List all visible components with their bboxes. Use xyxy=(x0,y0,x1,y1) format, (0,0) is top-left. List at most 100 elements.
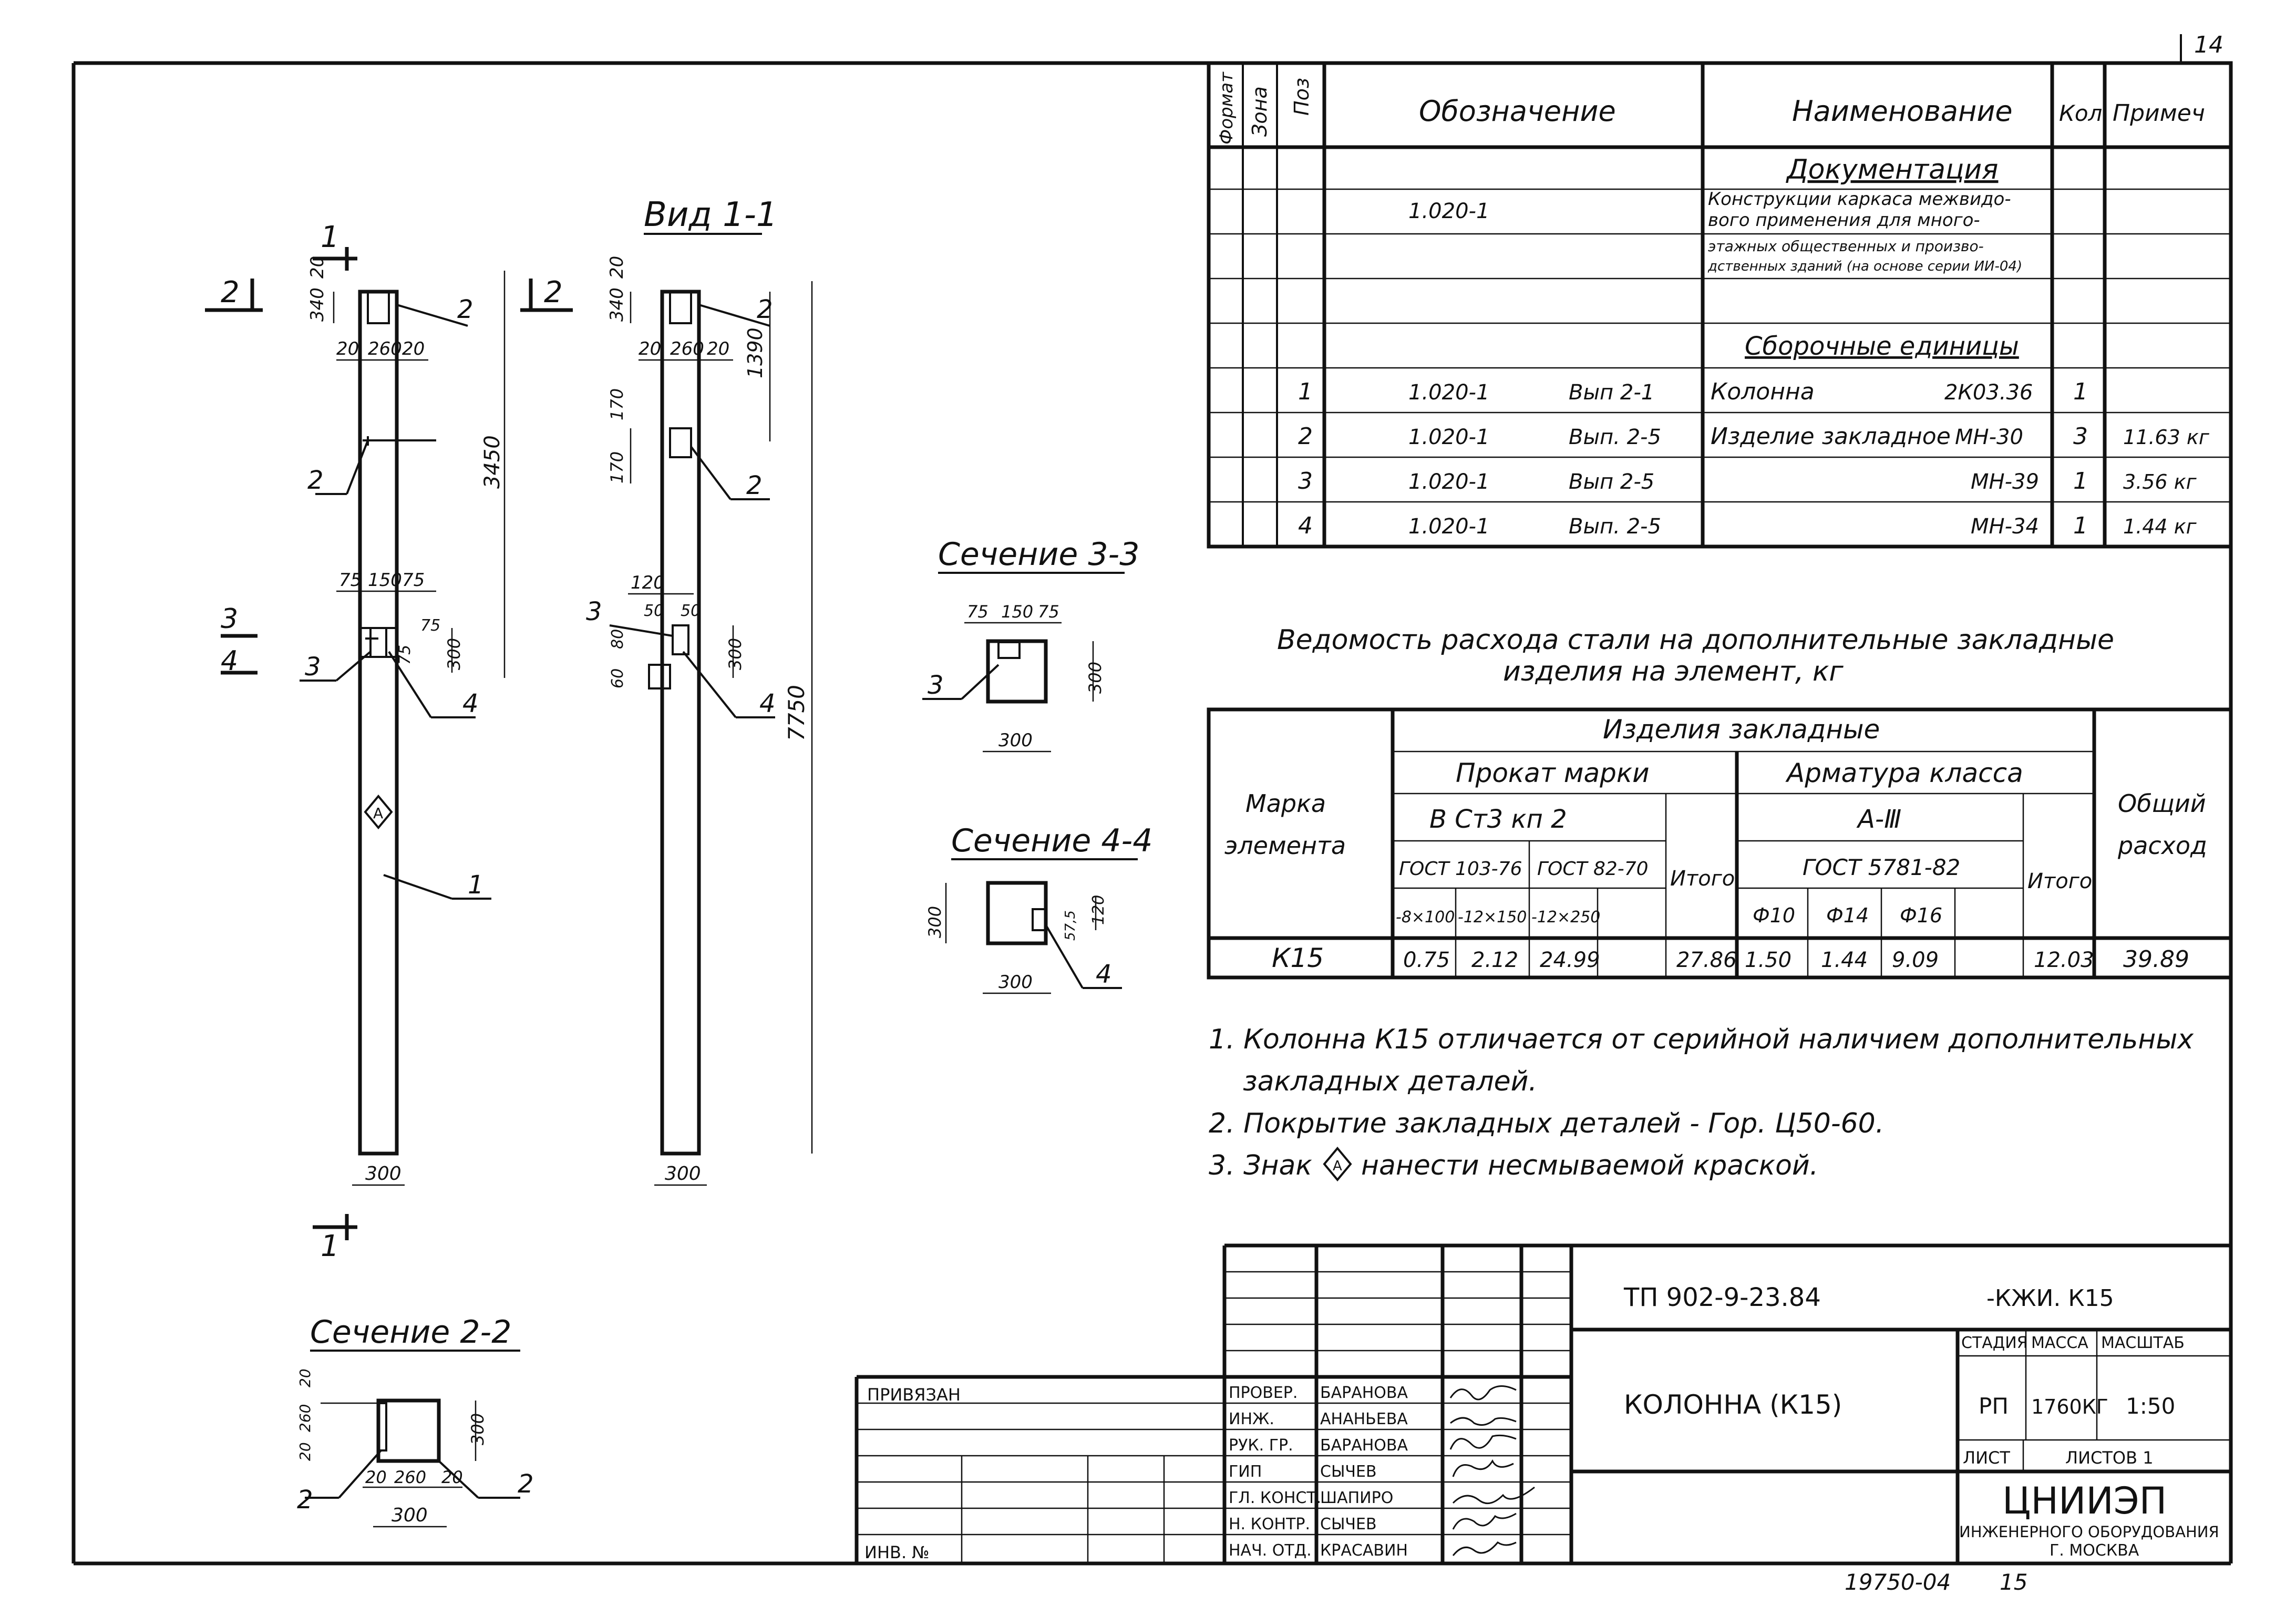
role-1: ИНЖ. xyxy=(1229,1410,1274,1428)
spec-table: Формат Зона Поз Обозначение Наименование… xyxy=(1207,61,2233,549)
spec-row-1-issue: Вып 2-1 xyxy=(1569,380,1654,405)
steel-header-total-rolled: Итого xyxy=(1670,867,1735,891)
sec22-pos-2-left: 2 xyxy=(297,1485,313,1515)
stage-value: РП xyxy=(1979,1393,2009,1419)
spec-row-1-name: Колонна xyxy=(1711,378,1815,405)
dim-300-v: 300 xyxy=(444,638,464,670)
spec-row-1-mark: 2К03.36 xyxy=(1944,380,2033,405)
role-4: ГЛ. КОНСТ. xyxy=(1229,1489,1321,1507)
spec-doc-code: 1.020-1 xyxy=(1408,199,1489,223)
spec-row-4: 4 1.020-1 Вып. 2-5 МН-34 1 1.44 кг xyxy=(1298,512,2197,539)
sec44-dim-300: 300 xyxy=(998,972,1033,993)
cut-mark-4-left: 4 xyxy=(221,645,238,677)
spec-row-4-note: 1.44 кг xyxy=(2123,515,2197,538)
org-line-2: ИНЖЕНЕРНОГО ОБОРУДОВАНИЯ xyxy=(1959,1523,2219,1541)
steel-header-s2: -12×150 xyxy=(1458,908,1527,927)
steel-title-line-2: изделия на элемент, кг xyxy=(1503,656,1844,687)
sec22-dim-20-a: 20 xyxy=(296,1368,314,1387)
pos-label-2-top: 2 xyxy=(457,295,473,324)
steel-row-total-rebar: 12.03 xyxy=(2034,948,2094,972)
section-4-4-title: Сечение 4-4 xyxy=(951,822,1152,859)
spec-row-2-note: 11.63 кг xyxy=(2123,426,2210,449)
spec-row-2-name: Изделие закладное xyxy=(1711,423,1951,450)
role-4-name: ШАПИРО xyxy=(1320,1489,1393,1507)
steel-header-sum-l2: расход xyxy=(2117,831,2207,860)
cut-mark-3-left: 3 xyxy=(221,603,238,635)
steel-row-total-rolled: 27.86 xyxy=(1676,948,1737,972)
notes: 1. Колонна К15 отличается от серийной на… xyxy=(1209,1024,2194,1182)
side-pos-2-mid: 2 xyxy=(746,471,763,500)
spec-row-4-pos: 4 xyxy=(1298,512,1313,539)
role-1-name: АНАНЬЕВА xyxy=(1320,1410,1408,1428)
note-1-line-2: закладных деталей. xyxy=(1243,1066,1537,1097)
steel-title-line-1: Ведомость расхода стали на дополнительны… xyxy=(1277,624,2114,656)
spec-row-3-mark: МН-39 xyxy=(1971,470,2039,494)
mark-a-letter: А xyxy=(373,805,383,822)
note-3-mark-letter: А xyxy=(1333,1158,1342,1174)
sec33-dim-75-a: 75 xyxy=(967,602,989,622)
steel-header-gost-5781: ГОСТ 5781-82 xyxy=(1803,855,1960,880)
spec-row-1-qty: 1 xyxy=(2073,378,2088,405)
steel-header-f10: Ф10 xyxy=(1753,904,1795,927)
org-line-3: Г. МОСКВА xyxy=(2050,1541,2139,1560)
spec-row-2-pos: 2 xyxy=(1298,423,1313,450)
spec-row-3-note: 3.56 кг xyxy=(2123,470,2197,493)
sheets-header: ЛИСТОВ 1 xyxy=(2065,1448,2154,1468)
side-dim-20-top: 20 xyxy=(606,256,627,279)
spec-row-2-code: 1.020-1 xyxy=(1408,425,1489,449)
steel-row-k15: К15 0.75 2.12 24.99 27.86 1.50 1.44 9.09… xyxy=(1272,943,2189,973)
steel-row-f16: 9.09 xyxy=(1892,948,1939,972)
steel-header-mark-l1: Марка xyxy=(1245,789,1326,818)
bottom-code: 19750-04 xyxy=(1845,1569,1951,1595)
spec-header-note: Примеч xyxy=(2113,100,2205,127)
steel-table: Ведомость расхода стали на дополнительны… xyxy=(1207,624,2233,980)
steel-row-f14: 1.44 xyxy=(1821,948,1868,972)
note-2: 2. Покрытие закладных деталей - Гор. Ц50… xyxy=(1209,1108,1884,1139)
spec-doc-name-line-2: вого применения для много- xyxy=(1708,210,1980,231)
side-dim-7750: 7750 xyxy=(784,685,809,741)
pos-label-4: 4 xyxy=(462,689,479,718)
sec44-dim-120: 120 xyxy=(1089,895,1108,925)
side-dim-50-b: 50 xyxy=(681,602,701,620)
spec-row-2: 2 1.020-1 Вып. 2-5 Изделие закладное МН-… xyxy=(1298,423,2210,450)
dim-75-c: 75 xyxy=(420,616,440,635)
sec33-dim-75-b: 75 xyxy=(1038,602,1059,622)
spec-section-docs: Документация xyxy=(1786,154,1998,186)
scale-header: МАСШТАБ xyxy=(2101,1334,2185,1352)
pos-label-1: 1 xyxy=(468,870,484,900)
side-dim-120: 120 xyxy=(631,572,665,593)
role-0: ПРОВЕР. xyxy=(1229,1384,1298,1402)
spec-header-zone: Зона xyxy=(1248,86,1271,137)
roles-list: ПРОВЕР. БАРАНОВА ИНЖ. АНАНЬЕВА РУК. ГР. … xyxy=(1229,1384,1408,1560)
side-pos-4: 4 xyxy=(759,689,776,718)
sec44-dim-57-5: 57,5 xyxy=(1063,910,1078,941)
sheet-number: 14 xyxy=(2194,32,2223,58)
pos-label-3: 3 xyxy=(305,652,321,682)
role-3-name: СЫЧЕВ xyxy=(1320,1463,1377,1481)
steel-header-s1: -8×100 xyxy=(1396,908,1455,927)
spec-header-pos: Поз xyxy=(1290,78,1313,116)
steel-header-rolled: Прокат марки xyxy=(1456,758,1650,788)
section-3-3: Сечение 3-3 75 150 75 300 300 3 xyxy=(922,536,1139,753)
note-3-prefix: 3. Знак xyxy=(1209,1150,1312,1181)
mark-a-symbol xyxy=(364,794,393,830)
pos-label-2-mid: 2 xyxy=(307,466,324,495)
section-4-4: Сечение 4-4 300 120 57,5 300 4 xyxy=(925,822,1152,994)
role-3: ГИП xyxy=(1229,1463,1262,1481)
sec33-dim-300: 300 xyxy=(998,730,1033,751)
steel-header-class: А-Ⅲ xyxy=(1856,805,1901,834)
steel-header-gost-82: ГОСТ 82-70 xyxy=(1537,858,1649,880)
side-dim-80: 80 xyxy=(609,629,627,649)
sec22-dim-20-b: 20 xyxy=(296,1442,314,1461)
signatures xyxy=(1449,1385,1535,1556)
section-2-2-title: Сечение 2-2 xyxy=(310,1314,511,1351)
sec44-dim-300-v: 300 xyxy=(925,906,945,938)
title-code-suffix: -КЖИ. К15 xyxy=(1986,1285,2114,1312)
side-dim-300-v: 300 xyxy=(725,638,745,670)
dim-20-top: 20 xyxy=(307,256,328,279)
spec-doc-name-line-1: Конструкции каркаса межвидо- xyxy=(1708,189,2011,210)
side-dim-20-a: 20 xyxy=(639,338,661,359)
spec-row-3-qty: 1 xyxy=(2073,468,2088,495)
role-6: НАЧ. ОТД. xyxy=(1229,1541,1312,1560)
